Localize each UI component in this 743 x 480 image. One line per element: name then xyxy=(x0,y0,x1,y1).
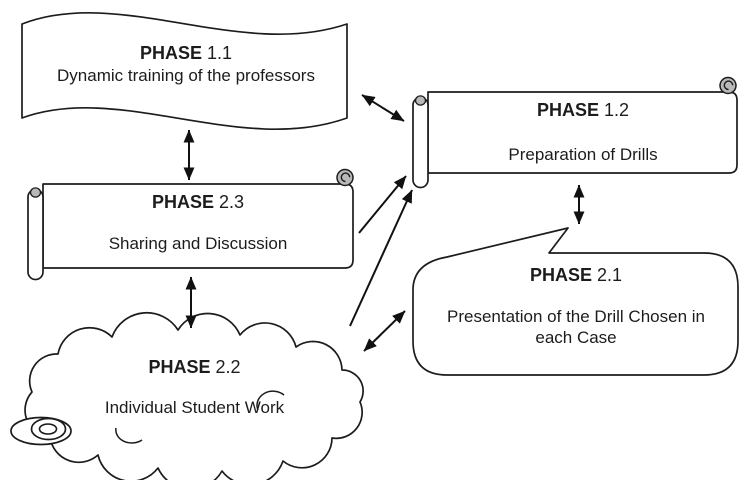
connector-phase23-phase12 xyxy=(358,175,407,234)
phase-2-3-scroll-roll xyxy=(27,188,44,281)
connector-phase22-phase12 xyxy=(349,189,413,327)
phase-1-2-scroll-curl xyxy=(719,76,737,95)
phase-2-2-cloud-outline xyxy=(24,311,364,480)
phase-2-2-cloud-shape xyxy=(10,311,364,480)
connectors xyxy=(183,94,585,352)
phase-2-3-scroll-panel xyxy=(42,183,354,269)
phase-1-2-scroll-roll xyxy=(412,96,429,189)
cloud-inner-curl-left xyxy=(115,427,143,444)
connector-phase11-phase12 xyxy=(361,94,405,122)
cloud-tail-bubble-small xyxy=(38,423,58,435)
phase-2-1-speech-bubble-shape xyxy=(412,227,739,376)
phase-2-3-scroll-shape xyxy=(27,168,354,281)
phase-1-2-scroll-curl-hook xyxy=(723,80,734,91)
phase-2-3-scroll-roll-end xyxy=(29,187,42,198)
phase-1-2-scroll-panel xyxy=(427,91,738,174)
phase-2-3-scroll-curl xyxy=(336,168,354,187)
phase-1-2-scroll-shape xyxy=(412,76,738,189)
cloud-inner-curl-right xyxy=(256,390,285,411)
connector-phase22-phase21 xyxy=(363,310,406,352)
phase-2-3-scroll-curl-hook xyxy=(340,172,351,183)
phase-1-1-wave-banner-shape xyxy=(21,11,348,131)
phase-1-2-scroll-roll-end xyxy=(414,95,427,106)
